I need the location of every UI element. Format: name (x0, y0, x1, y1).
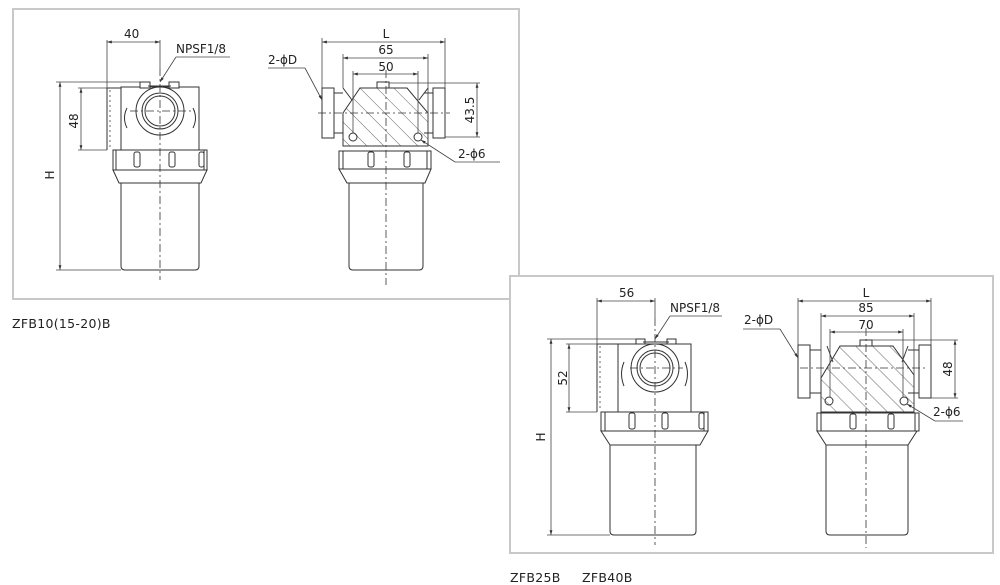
hole-label-2: 2-ϕ6 (933, 405, 961, 419)
dim-48-label-2: 48 (941, 361, 955, 376)
caption-zfb25-40: ZFB25B ZFB40B (510, 570, 633, 585)
dim-L-label: L (383, 27, 390, 41)
dim-52-label: 52 (556, 370, 570, 385)
dim-85-label: 85 (858, 301, 873, 315)
port-label: NPSF1/8 (176, 42, 226, 56)
flange-label-2: 2-ϕD (744, 313, 773, 327)
flange-label: 2-ϕD (268, 53, 297, 67)
dim-65-label: 65 (378, 43, 393, 57)
dim-H-label: H (43, 170, 57, 179)
dim-56-label: 56 (619, 286, 634, 300)
dim-48-label: 48 (67, 113, 81, 128)
fig1-side-view: 40 NPSF1/8 48 H (43, 27, 230, 280)
dim-43-5-label: 43.5 (463, 97, 477, 124)
hole-label: 2-ϕ6 (458, 147, 486, 161)
dim-H-label-2: H (534, 432, 548, 441)
fig1-front-view: L 65 50 43.5 2-ϕD 2-ϕ6 (268, 27, 500, 285)
caption-zfb10: ZFB10(15-20)B (12, 316, 111, 331)
fig2-side-view: 56 NPSF1/8 52 H (534, 286, 722, 545)
drawing-frame-zfb10 (12, 8, 520, 300)
dim-40-label: 40 (124, 27, 139, 41)
port-label-2: NPSF1/8 (670, 301, 720, 315)
dim-70-label: 70 (858, 318, 873, 332)
fig2-front-view: L 85 70 48 2-ϕD 2-ϕ6 (743, 286, 963, 548)
dim-50-label: 50 (378, 60, 393, 74)
dim-L-label-2: L (863, 286, 870, 300)
